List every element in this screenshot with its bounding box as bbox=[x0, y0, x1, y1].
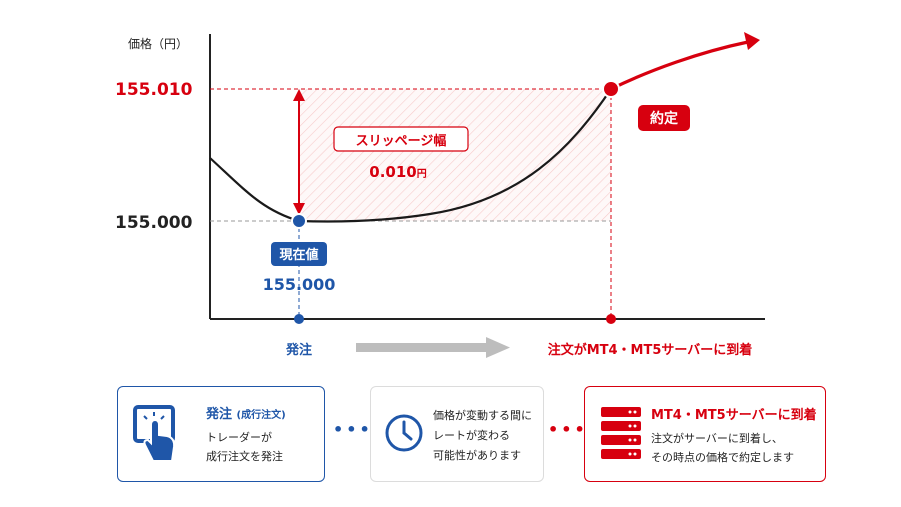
slippage-value: 0.010円 bbox=[369, 163, 426, 181]
slippage-arrowhead-bottom bbox=[293, 203, 305, 215]
y-tick-155000: 155.000 bbox=[115, 213, 193, 233]
execution-point bbox=[602, 80, 620, 98]
step-change-line-2: レートが変わる bbox=[433, 429, 510, 442]
step-arrival-line-2: その時点の価格で約定します bbox=[651, 451, 794, 464]
step-arrival-line-1: 注文がサーバーに到着し、 bbox=[651, 432, 783, 445]
execution-badge-bg bbox=[638, 105, 690, 131]
current-price-badge-bg bbox=[271, 242, 327, 266]
step-card-order: 発注 (成行注文) トレーダーが 成行注文を発注 bbox=[117, 386, 325, 482]
order-point bbox=[291, 213, 307, 229]
execution-badge: 約定 bbox=[650, 110, 678, 127]
slippage-label: スリッページ幅 bbox=[356, 133, 447, 149]
connector-dots-blue: ••• bbox=[333, 420, 373, 439]
step-order-title: 発注 (成行注文) bbox=[206, 407, 286, 422]
x-end-label: 注文がMT4・MT5サーバーに到着 bbox=[548, 342, 753, 358]
clock-icon bbox=[385, 414, 423, 452]
x-start-label: 発注 bbox=[285, 342, 312, 358]
step-arrival-title: MT4・MT5サーバーに到着 bbox=[651, 408, 817, 423]
y-axis-label: 価格（円） bbox=[128, 36, 188, 51]
slippage-area-tint bbox=[299, 89, 611, 221]
step-change-line-1: 価格が変動する間に bbox=[433, 409, 532, 422]
price-trend-arrow bbox=[609, 40, 750, 91]
price-curve bbox=[209, 88, 612, 223]
touch-tap-icon bbox=[133, 405, 176, 462]
slippage-arrowhead-top bbox=[293, 89, 305, 101]
server-rack-icon bbox=[601, 407, 641, 459]
step-card-price-change: 価格が変動する間に レートが変わる 可能性があります bbox=[370, 386, 544, 482]
order-axis-dot bbox=[294, 314, 304, 324]
price-trend-arrowhead bbox=[744, 32, 760, 50]
price-chart: 価格（円） 155.010 155.000 スリッページ幅 0.010円 現在値… bbox=[115, 32, 765, 358]
connector-dots-red: ••• bbox=[548, 420, 588, 439]
step-card-arrival: MT4・MT5サーバーに到着 注文がサーバーに到着し、 その時点の価格で約定しま… bbox=[584, 386, 826, 482]
step-order-line-2: 成行注文を発注 bbox=[206, 450, 283, 463]
arrival-axis-dot bbox=[606, 314, 616, 324]
time-flow-arrow-head bbox=[486, 337, 510, 358]
step-order-line-1: トレーダーが bbox=[206, 431, 272, 444]
slippage-area bbox=[299, 89, 611, 221]
slippage-label-box bbox=[333, 126, 469, 152]
step-change-line-3: 可能性があります bbox=[433, 449, 521, 462]
current-price-badge: 現在値 bbox=[279, 247, 318, 263]
current-price-value: 155.000 bbox=[263, 275, 336, 294]
y-tick-155010: 155.010 bbox=[115, 80, 193, 100]
time-flow-arrow-body bbox=[356, 343, 488, 352]
